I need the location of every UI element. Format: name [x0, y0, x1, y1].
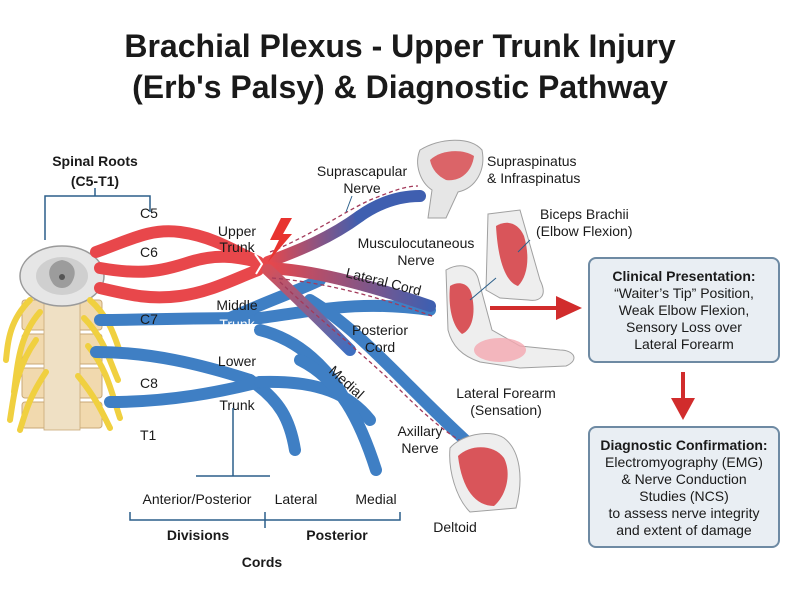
musculocutaneous-nerve	[262, 262, 436, 312]
title-line-1: Brachial Plexus - Upper Trunk Injury	[124, 28, 675, 64]
arrow-to-clinical	[490, 296, 582, 320]
posterior-cord-label-1: Posterior	[352, 322, 408, 338]
root-label-c8: C8	[140, 375, 158, 391]
clinical-line-3: Sensory Loss over	[626, 319, 742, 335]
middle-lower-nerves	[90, 274, 471, 476]
diagnostic-line-2: & Nerve Conduction	[621, 471, 747, 487]
posterior-cord-label-2: Cord	[365, 339, 395, 355]
vertebral-column	[21, 289, 103, 431]
clinical-line-1: “Waiter’s Tip” Position,	[614, 285, 754, 301]
suprascapular-label-2: Nerve	[343, 180, 381, 196]
root-label-c7: C7	[140, 311, 158, 327]
forearm-illustration	[445, 265, 575, 369]
deltoid-label: Deltoid	[433, 519, 477, 535]
suprascapular-label-1: Suprascapular	[317, 163, 408, 179]
lower-trunk-label-2: Trunk	[219, 397, 255, 413]
spinal-roots-heading: Spinal Roots	[52, 153, 138, 169]
lateral-cord-bottom-label: Lateral	[275, 491, 318, 507]
axillary-label-2: Nerve	[401, 440, 439, 456]
forearm-label-1: Lateral Forearm	[456, 385, 556, 401]
anterior-posterior-label: Anterior/Posterior	[143, 491, 252, 507]
suprascapular-nerve	[262, 210, 366, 268]
clinical-line-2: Weak Elbow Flexion,	[618, 302, 750, 318]
posterior-label: Posterior	[306, 527, 368, 543]
middle-trunk-label-1: Middle	[216, 297, 257, 313]
diagnostic-line-4: to assess nerve integrity	[608, 505, 760, 521]
clinical-line-4: Lateral Forearm	[634, 336, 734, 352]
root-label-t1: T1	[140, 427, 157, 443]
roots-bracket	[44, 195, 151, 240]
nerve-dashed-outlines	[269, 185, 471, 447]
upper-trunk-nerves	[90, 225, 264, 304]
forearm-label-2: (Sensation)	[470, 402, 542, 418]
root-label-c5: C5	[140, 205, 158, 221]
middle-trunk-label-2: Trunk	[219, 316, 255, 332]
injury-break-mark	[254, 253, 264, 275]
deltoid-illustration	[449, 433, 521, 513]
diagnostic-confirmation-box: Diagnostic Confirmation: Electromyograph…	[588, 426, 780, 548]
divisions-label: Divisions	[167, 527, 229, 543]
medial-cord-bottom-label: Medial	[355, 491, 396, 507]
diagnostic-line-3: Studies (NCS)	[639, 488, 729, 504]
arm-biceps-illustration	[485, 209, 544, 301]
supraspinatus-label-1: Supraspinatus	[487, 153, 577, 169]
title-line-2: (Erb's Palsy) & Diagnostic Pathway	[132, 69, 668, 105]
musculocutaneous-label-1: Musculocutaneous	[358, 235, 475, 251]
upper-trunk-label-2: Trunk	[219, 239, 255, 255]
injury-lightning-icon	[268, 218, 292, 262]
musculocutaneous-label-2: Nerve	[397, 252, 435, 268]
lower-trunk-label-1: Lower	[218, 353, 256, 369]
upper-trunk-label-1: Upper	[218, 223, 256, 239]
biceps-label-2: (Elbow Flexion)	[536, 223, 632, 239]
diagnostic-heading: Diagnostic Confirmation:	[600, 437, 768, 453]
posterior-cord-branch	[262, 264, 356, 356]
root-label-c6: C6	[140, 244, 158, 260]
arrow-to-diagnostic	[671, 372, 695, 420]
diagnostic-line-1: Electromyography (EMG)	[605, 454, 763, 470]
spinal-cord-cross-section	[19, 245, 105, 307]
supraspinatus-label-2: & Infraspinatus	[487, 170, 580, 186]
biceps-label-1: Biceps Brachii	[540, 206, 629, 222]
shoulder-muscle-illustration	[417, 139, 484, 219]
cords-label: Cords	[242, 554, 283, 570]
spinal-roots-range: (C5-T1)	[71, 173, 119, 189]
clinical-heading: Clinical Presentation:	[612, 268, 756, 284]
bottom-brackets	[129, 408, 401, 528]
axillary-label-1: Axillary	[397, 423, 442, 439]
clinical-presentation-box: Clinical Presentation: “Waiter’s Tip” Po…	[588, 257, 780, 363]
diagnostic-line-5: and extent of damage	[616, 522, 752, 538]
